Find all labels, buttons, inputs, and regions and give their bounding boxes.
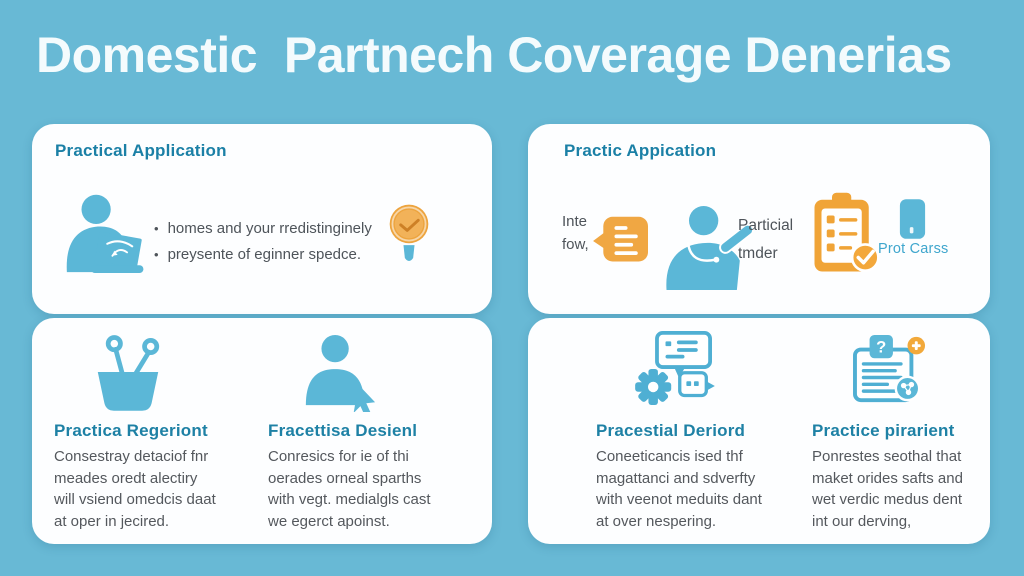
- column-heading: Pracestial Deriord: [596, 421, 746, 440]
- bullet-text: preysente of eginner spedce.: [167, 246, 362, 263]
- document-question-icon: ?: [853, 334, 926, 403]
- magnifier-check-icon: [389, 204, 429, 261]
- column-heading: Fracettisa Desienl: [268, 421, 418, 440]
- person-writing-icon: [666, 205, 755, 290]
- info-label: Inte fow,: [562, 213, 589, 253]
- partial-label: Particial tmder: [738, 217, 794, 262]
- card-practical-application: Practical Application • homes and your r…: [32, 124, 492, 314]
- svg-text:?: ?: [876, 337, 886, 356]
- text-column: Pracestial Deriord Coneeticancis ised th…: [596, 421, 804, 532]
- bullet-dot: •: [154, 221, 159, 236]
- speech-bubble-icon: [593, 216, 648, 262]
- bullet-item: • preysente of eginner spedce.: [154, 242, 372, 268]
- clipboard-check-icon: [814, 192, 880, 272]
- card-practic-appication: Practic Appication Inte fow, Par: [528, 124, 990, 314]
- text-column: Practica Regeriont Consestray detaciof f…: [54, 421, 262, 532]
- bullet-dot: •: [154, 247, 159, 262]
- text-column: Practice pirarient Ponrestes seothal tha…: [812, 421, 1020, 532]
- bullet-text: homes and your rredistinginely: [167, 220, 372, 237]
- phone-label: Prot Carss: [878, 241, 949, 257]
- column-heading: Practice pirarient: [812, 421, 955, 440]
- text-column: Fracettisa Desienl Conresics for ie of t…: [268, 421, 476, 532]
- person-cursor-icon: [305, 334, 376, 412]
- bullet-item: • homes and your rredistinginely: [154, 216, 372, 242]
- card-practica-regeriont: Practica Regeriont Consestray detaciof f…: [32, 318, 492, 544]
- bullet-list: • homes and your rredistinginely • preys…: [154, 216, 372, 268]
- card-heading: Practical Application: [55, 141, 227, 160]
- card-heading: Practic Appication: [564, 141, 717, 160]
- person-laptop-icon: [66, 194, 144, 273]
- chat-gear-icon: [635, 331, 715, 405]
- phone-icon: [899, 199, 926, 239]
- column-heading: Practica Regeriont: [54, 421, 208, 440]
- basket-pins-icon: [97, 335, 160, 411]
- card-pracestial-deriord: ? Pracestial Deriord Coneeticancis ised: [528, 318, 990, 544]
- page-title: Domestic Partnech Coverage Denerias: [36, 27, 952, 83]
